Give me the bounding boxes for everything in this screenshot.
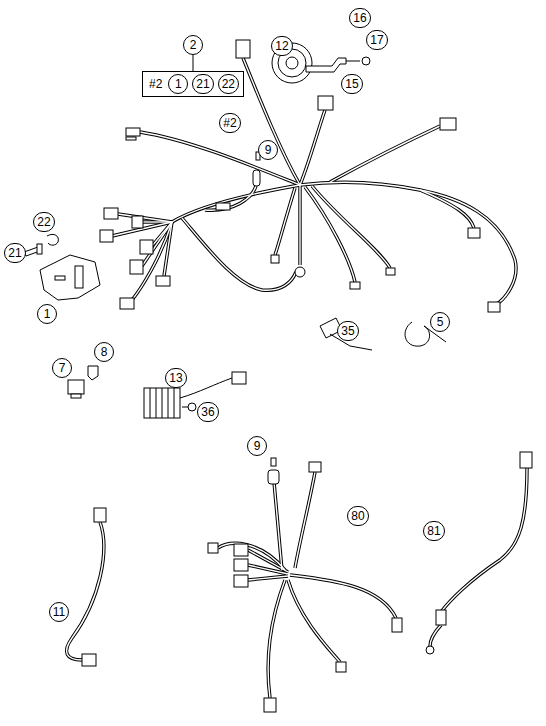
callout-number: 9 [247, 436, 267, 456]
callout-number: 9 [258, 140, 278, 160]
callout-number: 2 [183, 35, 203, 55]
callout-number: 13 [165, 368, 186, 388]
callout-number: #2 [219, 113, 240, 133]
callout-number: 12 [271, 36, 292, 56]
connectors [82, 40, 532, 712]
callout-number: 15 [341, 74, 362, 94]
callout-number: 17 [366, 30, 387, 50]
part-number: #2 [147, 74, 164, 94]
callout-number: 11 [49, 602, 69, 622]
callout-number: 8 [94, 342, 114, 362]
callout-number: 21 [4, 243, 25, 263]
callout-number: 1 [168, 74, 188, 94]
small-parts [24, 43, 446, 418]
callout-number: 1 [37, 304, 57, 324]
callout-number: 22 [33, 212, 54, 232]
callout-number: 21 [192, 74, 213, 94]
harness-wires [67, 58, 527, 698]
kit-box: #212122 [142, 71, 244, 97]
callout-number: 80 [347, 506, 368, 526]
callout-number: 22 [218, 74, 239, 94]
callout-number: 5 [430, 312, 450, 332]
callout-number: 7 [52, 358, 72, 378]
callout-number: 16 [349, 8, 370, 28]
callout-number: 36 [197, 402, 218, 422]
callout-number: 81 [423, 521, 444, 541]
callout-number: 35 [337, 321, 358, 341]
